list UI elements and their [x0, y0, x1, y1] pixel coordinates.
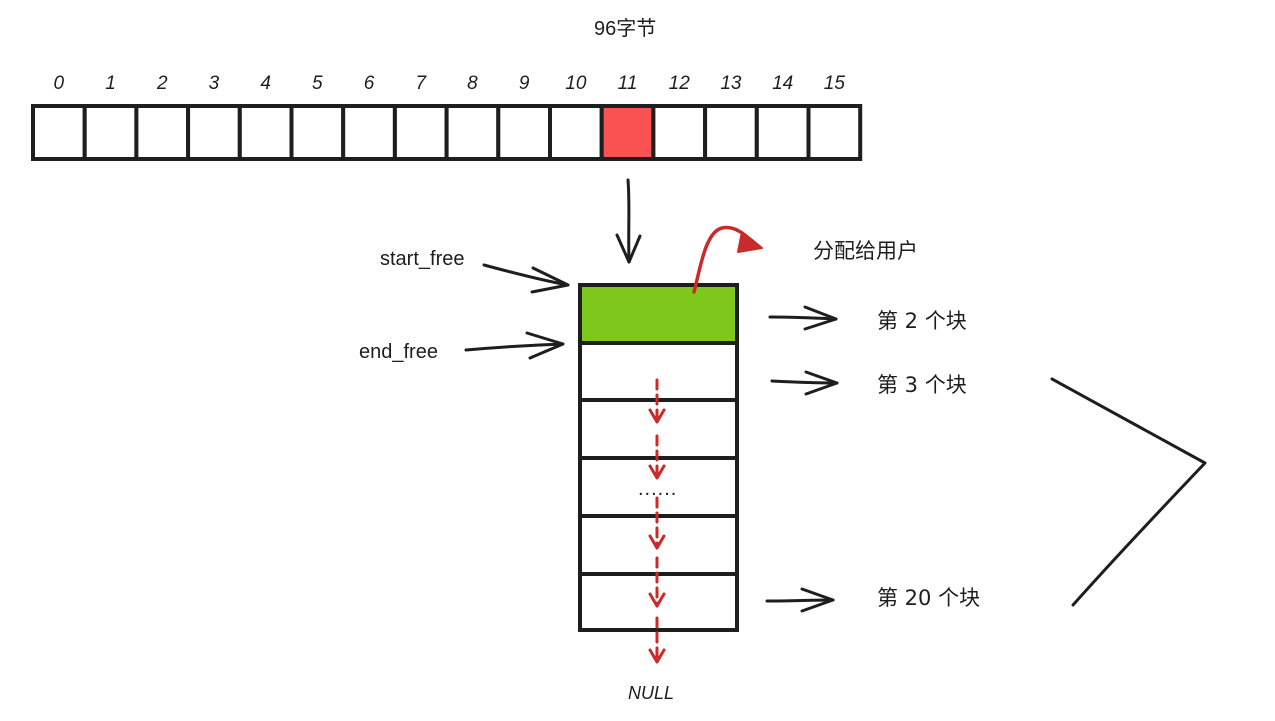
array-cell-4 [237, 104, 294, 161]
end-free-arrow [464, 342, 565, 352]
chain-arrowhead-1 [648, 408, 666, 424]
array-index-9: 9 [518, 73, 530, 94]
block-3-arrow [770, 370, 839, 396]
array-cell-8 [444, 104, 501, 161]
diagram-title: 96字节 [594, 18, 657, 40]
array-index-2: 2 [156, 73, 168, 94]
chain-arrowhead-3 [648, 534, 666, 550]
chunk-block-allocated [578, 283, 739, 345]
chain-arrowhead-2 [648, 464, 666, 480]
array-index-4: 4 [260, 73, 271, 94]
chain-arrowhead-4 [648, 592, 666, 608]
array-index-13: 13 [720, 73, 742, 94]
start-free-arrowhead [530, 266, 570, 294]
array-index-15: 15 [823, 73, 845, 94]
chain-arrowhead-5 [648, 648, 666, 664]
array-index-11: 11 [617, 73, 638, 94]
next-pointer-chain [648, 378, 666, 664]
null-label: NULL [628, 683, 675, 703]
array-index-1: 1 [105, 73, 116, 94]
array-cell-7 [392, 104, 449, 161]
array-index-8: 8 [467, 73, 478, 94]
array-cell-10 [548, 104, 604, 161]
array-cell-6 [341, 104, 397, 161]
end-free-arrowhead [525, 331, 565, 360]
allocate-arrowhead [737, 231, 763, 253]
allocate-label: 分配给用户 [813, 239, 918, 263]
array-index-3: 3 [208, 73, 220, 94]
ellipsis: ...... [638, 478, 678, 500]
block-20-arrow [765, 587, 835, 613]
array-index-14: 14 [772, 73, 794, 94]
array-cell-12 [651, 104, 708, 161]
block-20-label: 第 20 个块 [877, 586, 981, 610]
array-cell-13 [703, 104, 759, 161]
block-3-label: 第 3 个块 [877, 373, 967, 397]
array-index-5: 5 [312, 73, 323, 94]
array-cell-11 [599, 104, 656, 161]
array-index-6: 6 [363, 73, 375, 94]
array-cell-2 [134, 104, 191, 161]
array-index-0: 0 [53, 73, 65, 94]
start-free-label: start_free [380, 248, 465, 270]
array-index-7: 7 [415, 73, 427, 94]
range-bracket [1050, 377, 1207, 607]
free-list-array [31, 104, 863, 161]
array-cell-15 [806, 104, 863, 161]
block-2-arrow [768, 305, 838, 331]
array-cell-14 [754, 104, 811, 161]
array-cell-3 [186, 104, 242, 161]
array-to-chunk-arrowhead [615, 233, 642, 264]
block-2-label: 第 2 个块 [877, 309, 967, 333]
array-to-chunk-arrow [626, 178, 631, 264]
array-cell-9 [496, 104, 552, 161]
array-cell-1 [82, 104, 139, 161]
array-cell-0 [31, 104, 87, 161]
array-index-10: 10 [565, 73, 587, 94]
chunk-block-3 [578, 398, 739, 460]
array-index-12: 12 [668, 73, 690, 94]
array-cell-5 [289, 104, 346, 161]
chunk-block-2 [578, 341, 739, 402]
end-free-label: end_free [359, 341, 438, 363]
start-free-arrow [482, 263, 570, 287]
